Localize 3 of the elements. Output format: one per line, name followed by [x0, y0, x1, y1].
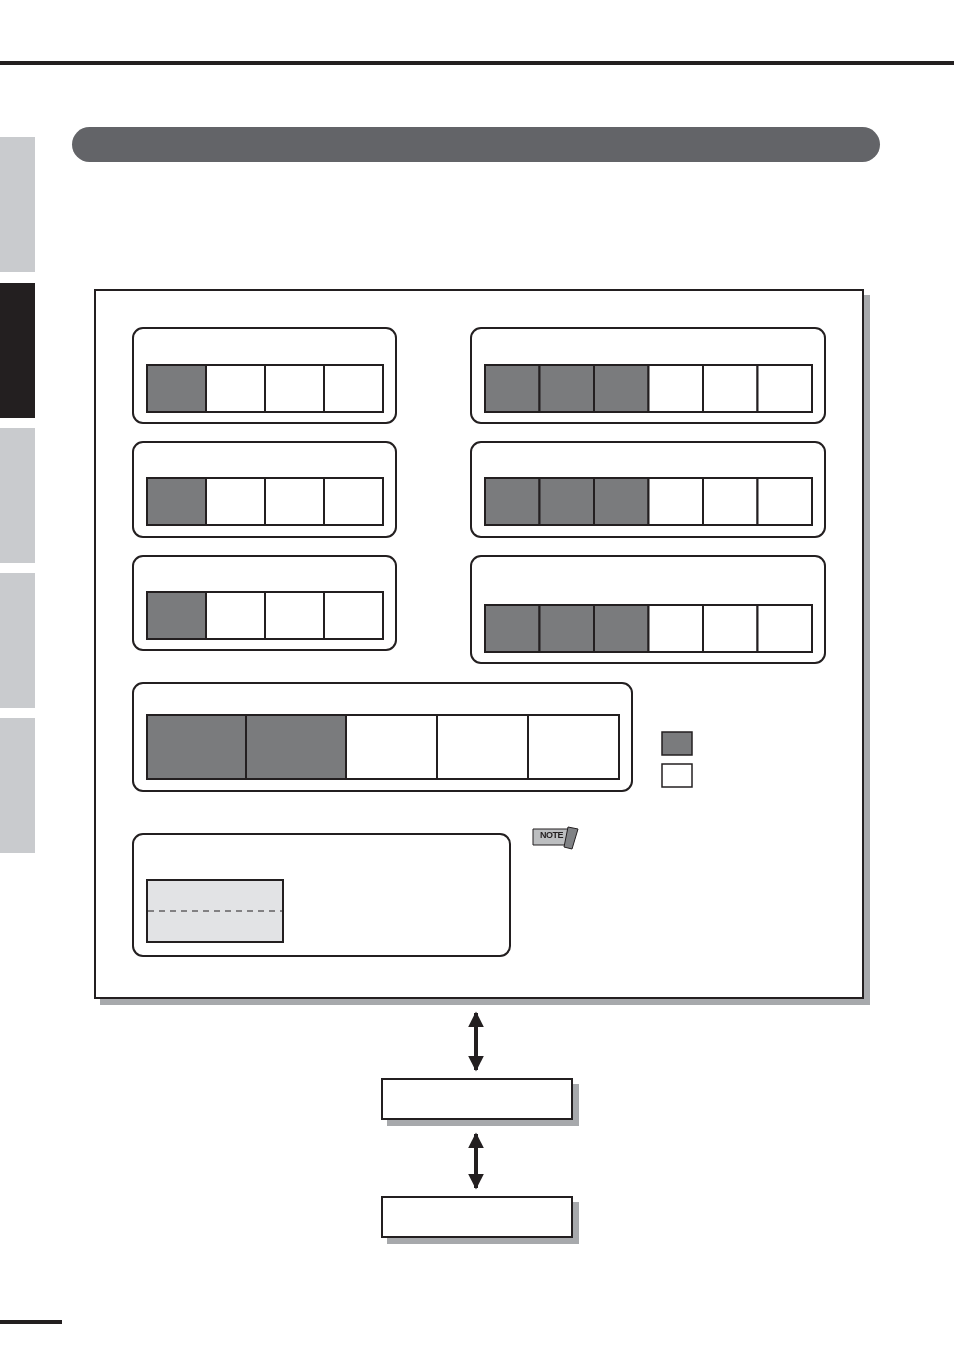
double-arrow — [468, 1011, 484, 1072]
note-label: NOTE — [540, 829, 563, 841]
double-arrow — [468, 1132, 484, 1190]
